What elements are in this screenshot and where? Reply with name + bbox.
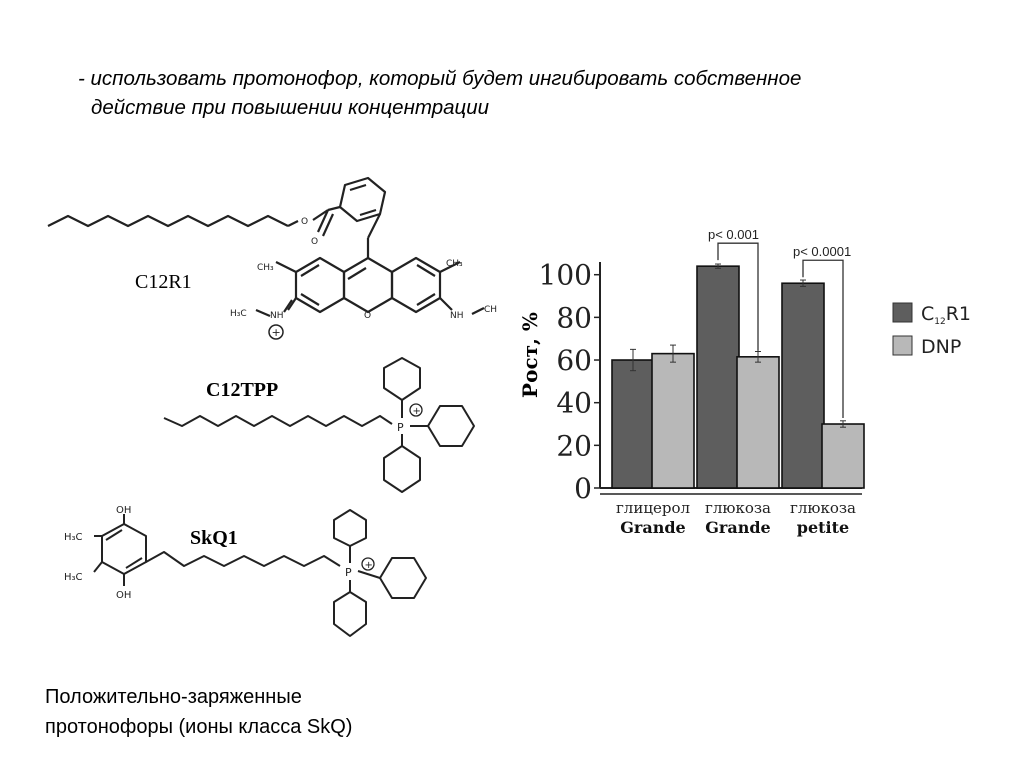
- y-tick-label: 40: [556, 387, 592, 420]
- y-tick-label: 0: [574, 472, 592, 505]
- significance-label: p< 0.0001: [793, 244, 851, 259]
- legend-label-dnp: DNP: [921, 336, 961, 358]
- c12tpp-phosphorus: P: [397, 421, 404, 434]
- skq1-plus-label: +: [365, 560, 373, 571]
- skq1-oh-bottom: OH: [116, 590, 131, 601]
- c12r1-plus-label: +: [272, 326, 281, 339]
- bar-c12r1-1: [696, 265, 740, 489]
- bullet-text: - использовать протонофор, который будет…: [78, 64, 998, 122]
- significance-bracket: [802, 259, 844, 419]
- molecule-structures: CH₃ CH₃ NH H₃C + O O O NH CH P +: [47, 176, 497, 637]
- c12tpp-name: C12TPP: [206, 379, 279, 401]
- caption-line-2: протонофоры (ионы класса SkQ): [45, 716, 353, 738]
- legend-swatch-c12r1: [892, 302, 913, 323]
- bar-c12r1-2: [781, 282, 825, 489]
- category-label-top: глицерол: [616, 499, 690, 517]
- y-axis-label: Рост, %: [518, 312, 542, 398]
- significance-label: p< 0.001: [708, 227, 759, 242]
- legend-label-c12r1: C12R1: [921, 303, 971, 327]
- c12r1-ring-oxygen: O: [364, 311, 371, 321]
- category-label-bottom: petite: [797, 518, 849, 537]
- skq1-alkyl-chain: [145, 551, 341, 567]
- caption-line-1: Положительно-заряженные: [45, 686, 302, 708]
- c12tpp-phenyl-top: [383, 357, 421, 401]
- bullet-line-2: действие при повышении концентрации: [91, 96, 490, 119]
- caption: Положительно-заряженные протонофоры (ион…: [45, 682, 352, 742]
- category-label-top: глюкоза: [790, 499, 856, 517]
- significance-bracket: [717, 242, 759, 351]
- c12r1-h3c-label: H₃C: [230, 309, 247, 319]
- c12r1-ch3-left-label: CH₃: [257, 263, 274, 273]
- c12tpp-phenyl-right: [427, 405, 475, 447]
- legend-swatch-dnp: [892, 335, 913, 356]
- bar-dnp-2: [821, 423, 865, 489]
- skq1-h3c-top: H₃C: [64, 532, 83, 543]
- c12r1-nh-left-label: NH: [270, 311, 284, 321]
- bar-c12r1-0: [611, 359, 655, 489]
- skq1-name: SkQ1: [190, 527, 238, 549]
- c12r1-carbonyl-oxygen: O: [311, 237, 318, 247]
- y-tick-label: 100: [539, 259, 592, 292]
- skq1-oh-top: OH: [116, 505, 131, 516]
- bar-dnp-1: [736, 356, 780, 489]
- c12r1-ch-label: CH: [484, 305, 497, 315]
- category-label-bottom: Grande: [705, 518, 770, 537]
- category-label-bottom: Grande: [620, 518, 685, 537]
- c12tpp-alkyl-chain: [163, 415, 393, 427]
- skq1-phenyl-bottom: [333, 591, 367, 637]
- bar-dnp-0: [651, 352, 695, 489]
- c12r1-ester-oxygen: O: [301, 217, 308, 227]
- skq1-phenyl-right: [379, 557, 427, 599]
- y-tick-label: 60: [556, 344, 592, 377]
- y-tick-label: 20: [556, 429, 592, 462]
- skq1-h3c-bottom: H₃C: [64, 572, 83, 583]
- c12r1-ch3-right-label: CH₃: [446, 259, 463, 269]
- c12r1-nh-right-label: NH: [450, 311, 464, 321]
- skq1-phosphorus: P: [345, 566, 352, 579]
- category-label-top: глюкоза: [705, 499, 771, 517]
- c12tpp-phenyl-bottom: [383, 445, 421, 493]
- c12r1-alkyl-chain: [47, 214, 289, 228]
- y-tick-label: 80: [556, 301, 592, 334]
- c12r1-name: C12R1: [135, 271, 192, 293]
- bullet-line-1: - использовать протонофор, который будет…: [78, 67, 802, 90]
- skq1-phenyl-top: [333, 509, 367, 547]
- c12tpp-plus-label: +: [413, 406, 421, 417]
